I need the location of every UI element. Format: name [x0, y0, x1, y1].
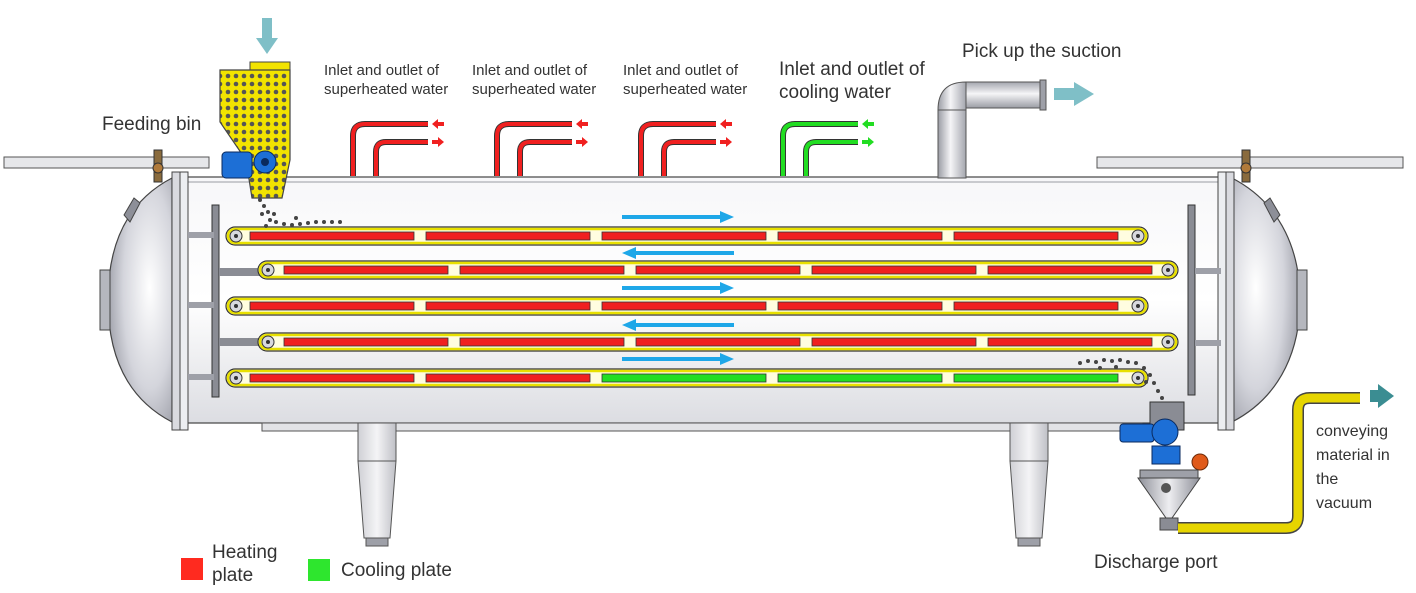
belt-4 — [257, 332, 1179, 352]
heating-plate-3-3 — [601, 301, 767, 311]
heating-water-port-2 — [494, 119, 588, 176]
flow-arrow-2 — [622, 247, 734, 259]
heating-plate-3-1 — [249, 301, 415, 311]
belt-3 — [225, 296, 1149, 316]
suction-pipe — [937, 79, 1047, 179]
suction-label: Pick up the suction — [962, 41, 1122, 62]
heating-plate-2-4 — [811, 265, 977, 275]
discharge-valve-assembly — [1119, 401, 1209, 531]
conveyor-belts — [225, 226, 1179, 388]
belt-5 — [225, 368, 1149, 388]
heating-plate-1-3 — [601, 231, 767, 241]
inner-frame-right — [1187, 204, 1221, 396]
heating-plate-2-1 — [283, 265, 449, 275]
feeder-motor — [221, 150, 277, 179]
top-rail-left — [3, 156, 210, 169]
superheated-water-label-2: Inlet and outlet of superheated water — [472, 62, 597, 98]
material-falling-from-feeder — [258, 198, 342, 228]
left-dome — [99, 171, 189, 431]
flow-direction-arrows — [622, 211, 734, 365]
heating-plate-4-3 — [635, 337, 801, 347]
flow-arrow-1 — [622, 211, 734, 223]
discharge-port-label: Discharge port — [1094, 552, 1218, 573]
superheated-water-label-3: Inlet and outlet of superheated water — [623, 62, 748, 98]
cooling-water-label: Inlet and outlet of cooling water — [779, 59, 925, 103]
legend-heating-swatch — [181, 558, 203, 580]
heating-plate-4-5 — [987, 337, 1153, 347]
water-ports — [350, 119, 874, 176]
superheated-water-label-1: Inlet and outlet of superheated water — [324, 62, 449, 98]
heating-plate-2-5 — [987, 265, 1153, 275]
heating-plate-5-1 — [249, 373, 415, 383]
cooling-plate-5-4 — [777, 373, 943, 383]
heating-water-port-3 — [638, 119, 732, 176]
heating-plate-3-4 — [777, 301, 943, 311]
heating-plate-1-1 — [249, 231, 415, 241]
cooling-water-port-4 — [780, 119, 874, 176]
conveying-arrow — [1370, 384, 1394, 408]
heating-water-port-1 — [350, 119, 444, 176]
cooling-plate-5-3 — [601, 373, 767, 383]
vacuum-conveying-pipe-fill — [1178, 393, 1360, 533]
legend-heating-label: Heating plate — [212, 542, 278, 586]
conveying-label: conveying material in the vacuum — [1316, 423, 1390, 512]
heating-plate-3-5 — [953, 301, 1119, 311]
material-to-discharge — [1078, 358, 1164, 400]
flow-arrow-5 — [622, 353, 734, 365]
heating-plate-5-2 — [425, 373, 591, 383]
feeding-bin-label: Feeding bin — [102, 114, 202, 135]
lifting-lug-right — [1240, 149, 1252, 183]
heating-plate-2-2 — [459, 265, 625, 275]
belt-1 — [225, 226, 1149, 246]
heating-plate-1-2 — [425, 231, 591, 241]
right-dome — [1217, 171, 1308, 431]
flow-arrow-4 — [622, 319, 734, 331]
heating-plate-3-2 — [425, 301, 591, 311]
flow-arrow-3 — [622, 282, 734, 294]
heating-plate-1-4 — [777, 231, 943, 241]
heating-plate-4-1 — [283, 337, 449, 347]
legend-cooling-swatch — [308, 559, 330, 581]
legend-cooling-label: Cooling plate — [341, 560, 452, 581]
inner-frame-left — [188, 204, 265, 398]
lifting-lug-left — [152, 149, 164, 183]
cooling-plate-5-5 — [953, 373, 1119, 383]
heating-plate-4-4 — [811, 337, 977, 347]
belt-2 — [257, 260, 1179, 280]
support-leg-left — [357, 422, 397, 547]
suction-arrow — [1054, 82, 1094, 106]
support-leg-right — [1009, 422, 1049, 547]
heating-plate-4-2 — [459, 337, 625, 347]
heating-plate-1-5 — [953, 231, 1119, 241]
feed-inlet-arrow — [256, 18, 278, 54]
heating-plate-2-3 — [635, 265, 801, 275]
